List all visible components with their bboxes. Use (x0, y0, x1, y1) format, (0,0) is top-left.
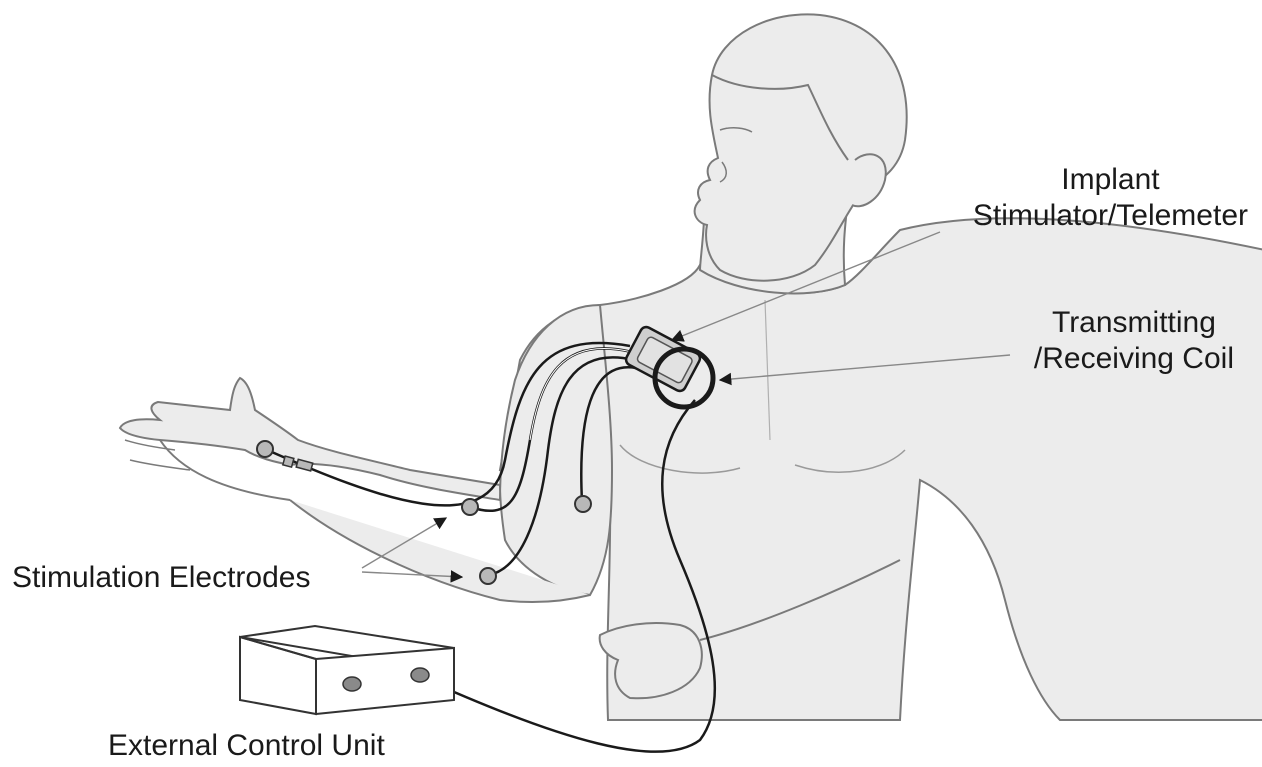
head (695, 14, 907, 280)
electrode (480, 568, 496, 584)
electrode (575, 496, 591, 512)
ear (852, 154, 886, 206)
coil-label-line1: Transmitting (1034, 305, 1234, 341)
arm (120, 305, 612, 595)
electrode (462, 499, 478, 515)
external-control-unit-label: External Control Unit (108, 728, 385, 764)
unit-port (411, 668, 429, 682)
external-control-unit (240, 626, 454, 714)
implant-label-line2: Stimulator/Telemeter (973, 198, 1248, 234)
implant-label: Implant Stimulator/Telemeter (973, 162, 1248, 234)
implant-label-line1: Implant (973, 162, 1248, 198)
coil-label-line2: /Receiving Coil (1034, 341, 1234, 377)
unit-knob (343, 677, 361, 691)
electrodes-label: Stimulation Electrodes (12, 560, 310, 596)
coil-label: Transmitting /Receiving Coil (1034, 305, 1234, 377)
electrode (257, 441, 273, 457)
